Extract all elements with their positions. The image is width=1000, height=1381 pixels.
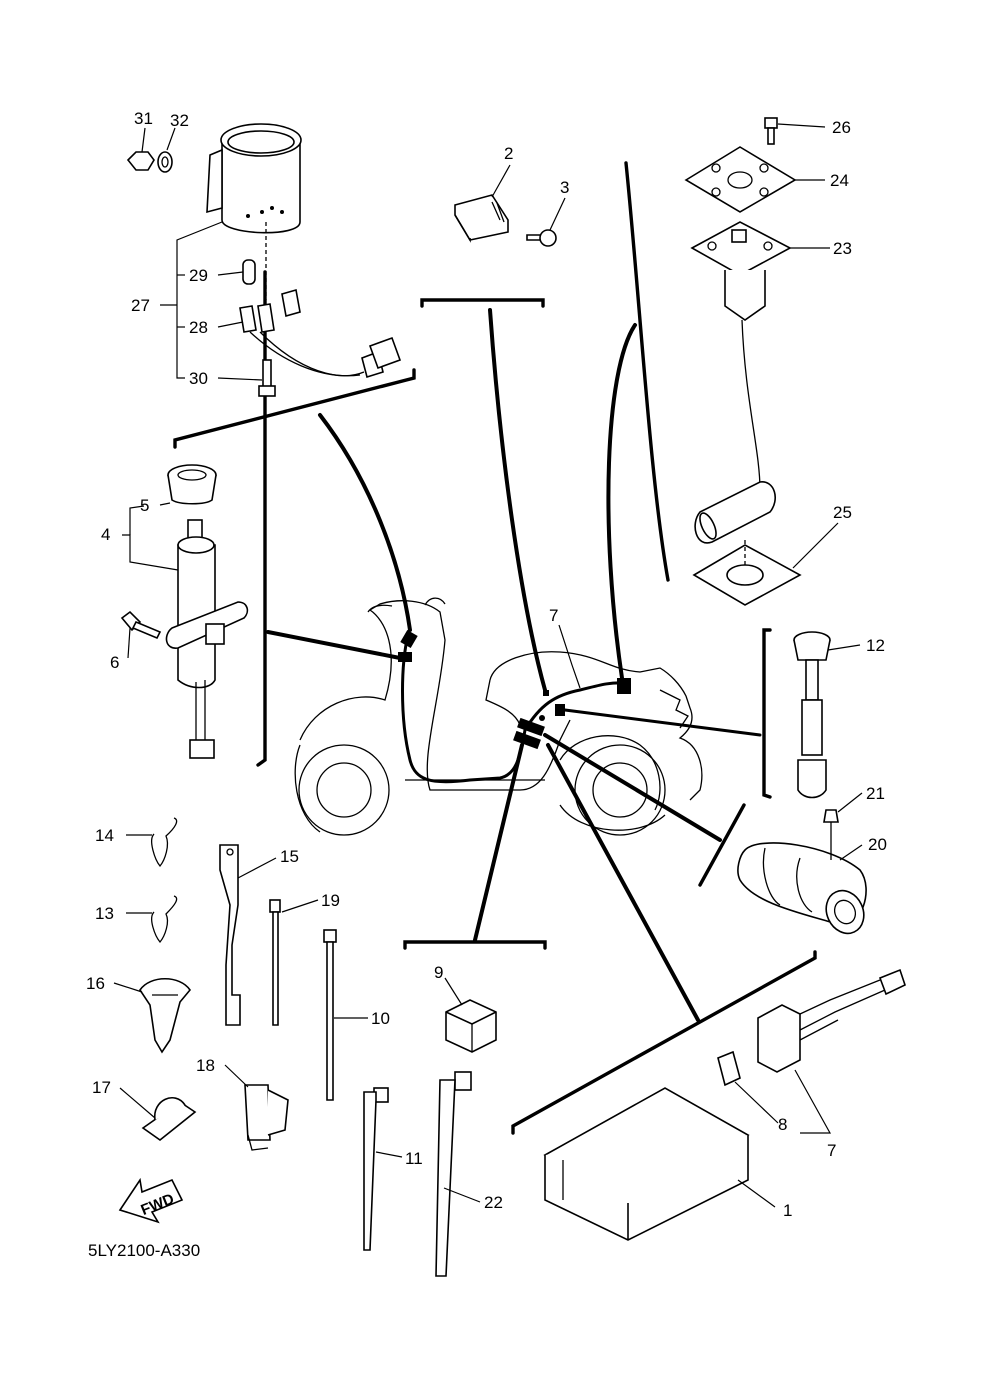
callout-26: 26: [832, 118, 851, 137]
callout-31: 31: [134, 109, 153, 128]
callout-4: 4: [101, 525, 110, 544]
callout-19: 19: [321, 891, 340, 910]
callout-7-coupler: 7: [827, 1141, 836, 1160]
starter-motor: [737, 809, 867, 935]
callout-32: 32: [170, 111, 189, 130]
callout-12: 12: [866, 636, 885, 655]
callout-16: 16: [86, 974, 105, 993]
cdi-unit: [543, 1087, 750, 1241]
callout-1: 1: [783, 1201, 792, 1220]
wire-harness: [398, 626, 762, 784]
callout-30: 30: [189, 369, 208, 388]
callout-labels: 1 2 3 4 5 6 7 7 8 9 10 11 12 13 14 15 16…: [86, 109, 887, 1220]
thermo-unit: [793, 631, 831, 799]
scooter-outline: [294, 597, 703, 836]
callout-7-harness: 7: [549, 606, 558, 625]
callout-21: 21: [866, 784, 885, 803]
callout-9: 9: [434, 963, 443, 982]
callout-3: 3: [560, 178, 569, 197]
fuel-sender: [684, 117, 802, 606]
callout-25: 25: [833, 503, 852, 522]
fwd-arrow: FWD: [118, 1177, 184, 1224]
callout-20: 20: [868, 835, 887, 854]
callout-8: 8: [778, 1115, 787, 1134]
callout-2: 2: [504, 144, 513, 163]
callout-18: 18: [196, 1056, 215, 1075]
leader-lines: [113, 123, 863, 1208]
callout-10: 10: [371, 1009, 390, 1028]
main-switch: [120, 464, 249, 759]
flasher-relay: [454, 194, 557, 247]
starter-relay: [445, 999, 497, 1053]
clips-and-bands: [139, 817, 472, 1277]
callout-11: 11: [405, 1149, 423, 1168]
wire-coupler: [717, 968, 906, 1087]
callout-27: 27: [131, 296, 150, 315]
group-brackets: [173, 161, 817, 1135]
callout-24: 24: [830, 171, 849, 190]
callout-29: 29: [189, 266, 208, 285]
callout-15: 15: [280, 847, 299, 866]
callout-13: 13: [95, 904, 114, 923]
callout-6: 6: [110, 653, 119, 672]
meter-assembly: [126, 123, 402, 397]
drawing-code: 5LY2100-A330: [88, 1241, 200, 1260]
callout-28: 28: [189, 318, 208, 337]
callout-14: 14: [95, 826, 114, 845]
callout-22: 22: [484, 1193, 503, 1212]
callout-23: 23: [833, 239, 852, 258]
callout-17: 17: [92, 1078, 111, 1097]
callout-5: 5: [140, 496, 149, 515]
